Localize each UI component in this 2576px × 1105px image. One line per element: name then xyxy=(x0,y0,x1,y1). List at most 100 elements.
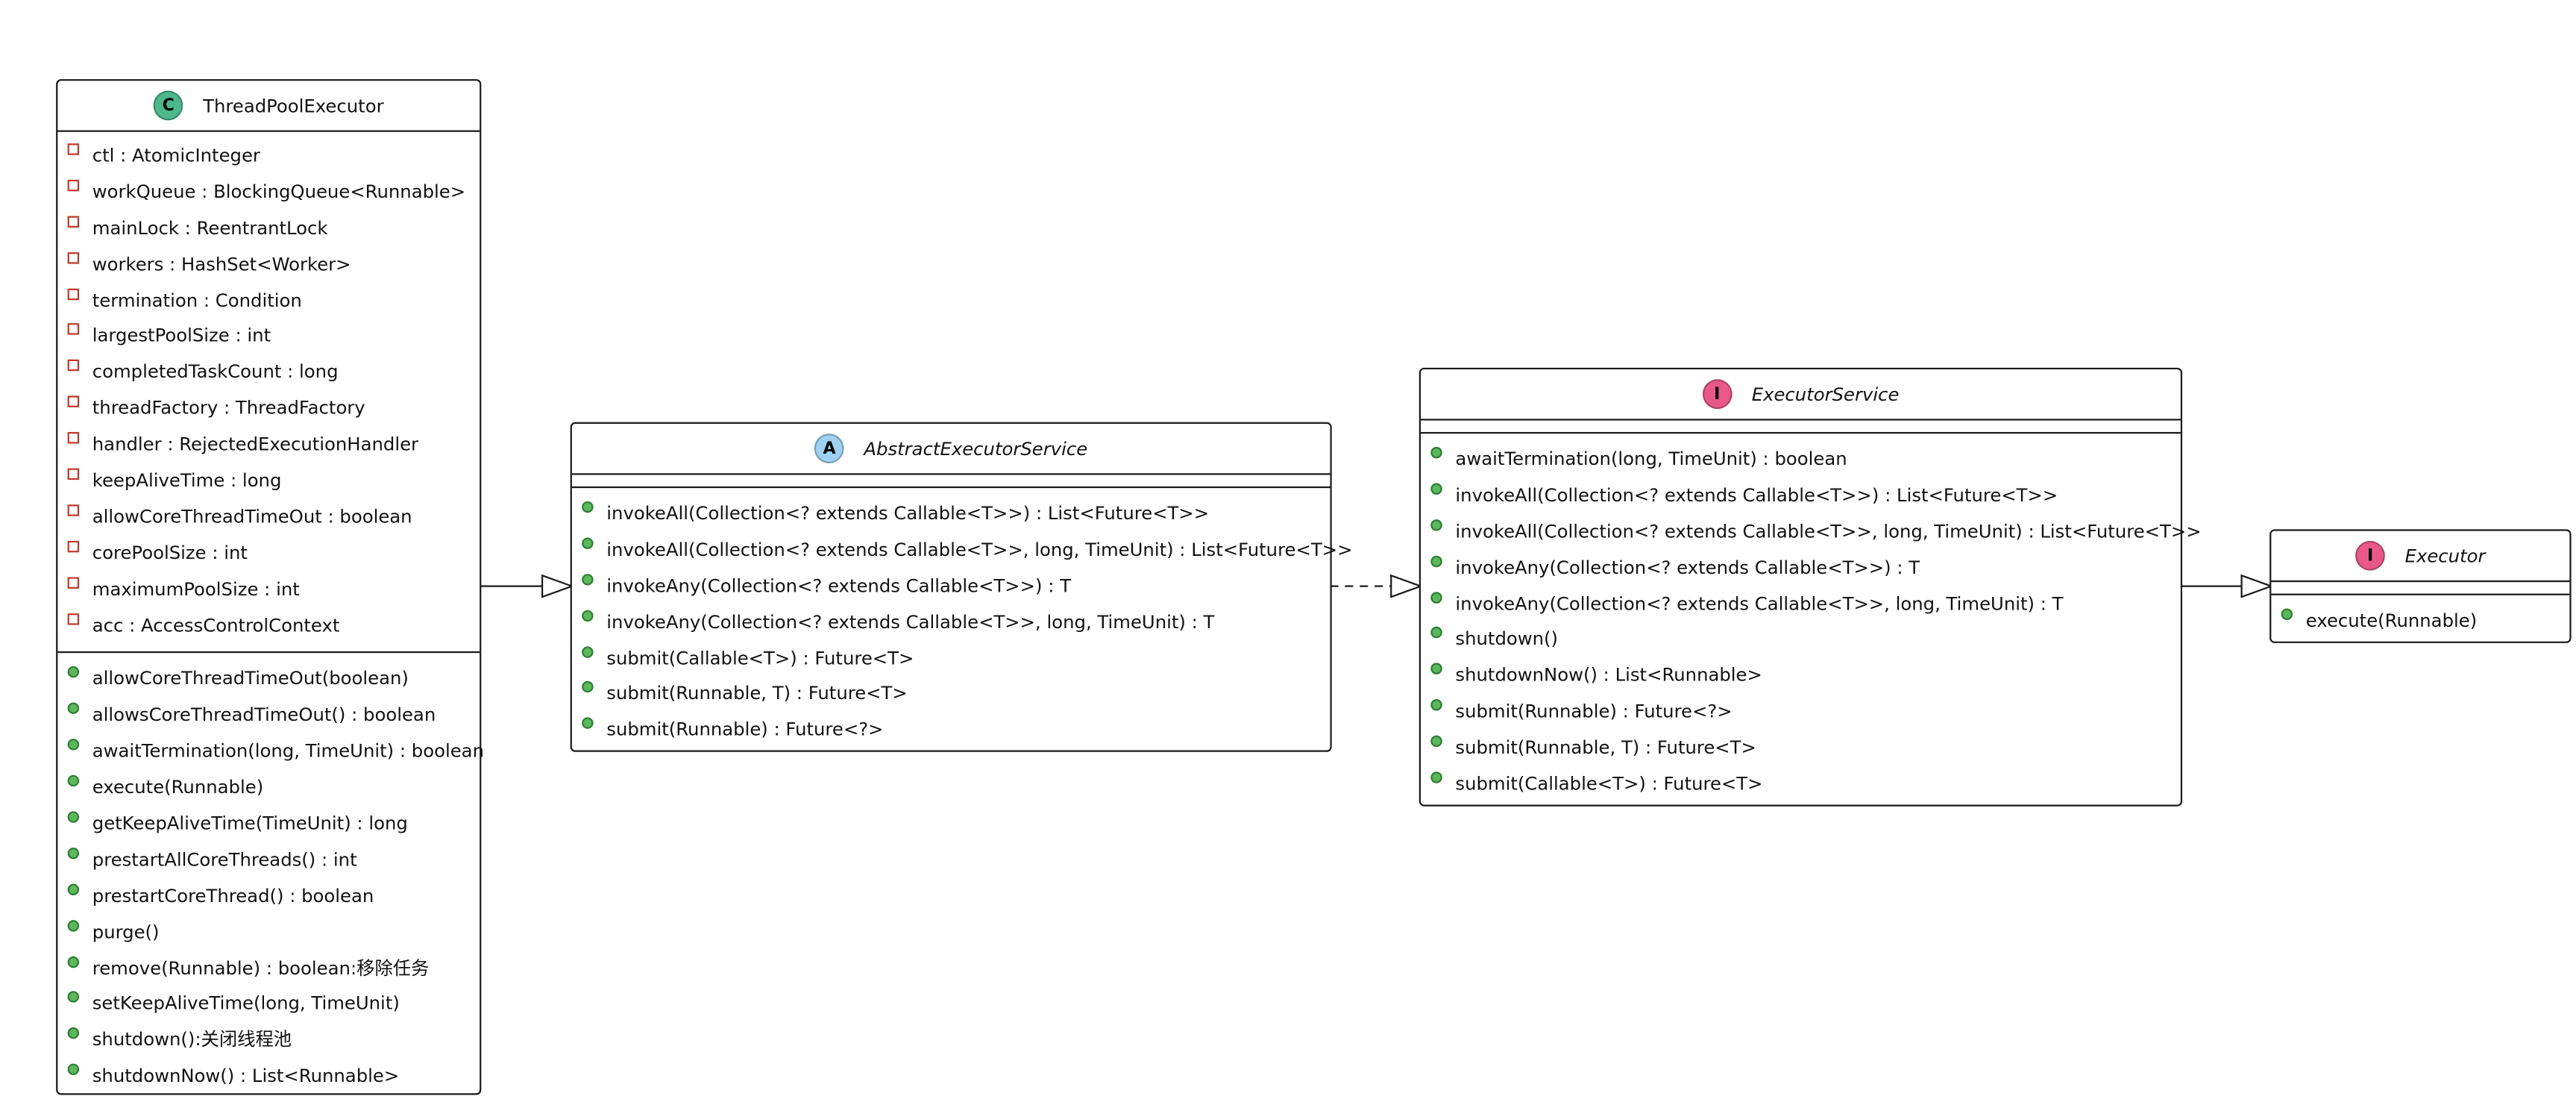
interface-header: I ExecutorService xyxy=(1421,369,2181,421)
attribute-row[interactable]: threadFactory : ThreadFactory xyxy=(57,391,480,427)
attribute-text: keepAliveTime : long xyxy=(92,469,282,492)
public-method-icon xyxy=(582,681,594,694)
attribute-text: corePoolSize : int xyxy=(92,542,248,564)
public-method-icon xyxy=(1430,663,1442,675)
method-text: submit(Runnable, T) : Future<T> xyxy=(606,683,908,705)
method-row[interactable]: awaitTermination(long, TimeUnit) : boole… xyxy=(57,734,484,770)
private-field-icon xyxy=(67,143,80,155)
method-row[interactable]: getKeepAliveTime(TimeUnit) : long xyxy=(57,807,480,842)
attribute-row[interactable]: termination : Condition xyxy=(57,283,480,319)
method-row[interactable]: shutdown():关闭线程池 xyxy=(57,1023,480,1059)
attribute-row[interactable]: handler : RejectedExecutionHandler xyxy=(57,428,480,463)
private-field-icon xyxy=(67,613,80,625)
method-text: invokeAll(Collection<? extends Callable<… xyxy=(606,539,1353,561)
public-method-icon xyxy=(582,537,594,549)
method-row[interactable]: submit(Callable<T>) : Future<T> xyxy=(1421,767,2181,803)
method-row[interactable]: execute(Runnable) xyxy=(2271,604,2569,639)
method-row[interactable]: submit(Runnable, T) : Future<T> xyxy=(1421,730,2181,766)
interface-box-executor[interactable]: I Executor execute(Runnable) xyxy=(2269,529,2572,643)
class-header: C ThreadPoolExecutor xyxy=(57,81,480,132)
public-method-icon xyxy=(582,501,594,513)
method-text: shutdownNow() : List<Runnable> xyxy=(92,1065,400,1087)
method-row[interactable]: submit(Runnable) : Future<?> xyxy=(572,713,1331,748)
method-text: setKeepAliveTime(long, TimeUnit) xyxy=(92,993,400,1015)
attribute-row[interactable]: acc : AccessControlContext xyxy=(57,608,480,644)
attribute-row[interactable]: completedTaskCount : long xyxy=(57,355,480,391)
method-row[interactable]: submit(Runnable, T) : Future<T> xyxy=(572,677,1331,713)
method-row[interactable]: remove(Runnable) : boolean:移除任务 xyxy=(57,951,480,986)
public-method-icon xyxy=(1430,591,1442,603)
method-row[interactable]: allowCoreThreadTimeOut(boolean) xyxy=(57,662,480,698)
method-row[interactable]: allowsCoreThreadTimeOut() : boolean xyxy=(57,698,480,734)
method-text: allowCoreThreadTimeOut(boolean) xyxy=(92,669,409,690)
public-method-icon xyxy=(67,739,80,751)
method-row[interactable]: execute(Runnable) xyxy=(57,770,480,806)
public-method-icon xyxy=(67,1064,80,1076)
method-row[interactable]: invokeAll(Collection<? extends Callable<… xyxy=(1421,478,2181,514)
public-method-icon xyxy=(67,703,80,715)
class-box-threadpoolexecutor[interactable]: C ThreadPoolExecutor ctl : AtomicInteger… xyxy=(56,79,484,1095)
interface-extends-arrowhead xyxy=(2240,574,2274,598)
attribute-row[interactable]: largestPoolSize : int xyxy=(57,319,480,355)
public-method-icon xyxy=(1430,699,1442,712)
attribute-row[interactable]: mainLock : ReentrantLock xyxy=(57,210,480,246)
method-row[interactable]: invokeAny(Collection<? extends Callable<… xyxy=(1421,586,2181,622)
method-row[interactable]: awaitTermination(long, TimeUnit) : boole… xyxy=(1421,442,2181,478)
attribute-list: ctl : AtomicInteger workQueue : BlockingQ… xyxy=(57,132,480,654)
method-text: submit(Runnable) : Future<?> xyxy=(1455,701,1732,723)
private-field-icon xyxy=(67,251,80,263)
method-list: invokeAll(Collection<? extends Callable<… xyxy=(572,488,1352,756)
method-row[interactable]: submit(Callable<T>) : Future<T> xyxy=(572,641,1331,677)
class-name: ThreadPoolExecutor xyxy=(203,95,384,116)
method-text: submit(Runnable, T) : Future<T> xyxy=(1455,737,1756,759)
method-row[interactable]: invokeAny(Collection<? extends Callable<… xyxy=(572,604,1331,640)
public-method-icon xyxy=(67,992,80,1004)
public-method-icon xyxy=(582,573,594,586)
method-text: submit(Callable<T>) : Future<T> xyxy=(1455,773,1763,795)
attribute-row[interactable]: maximumPoolSize : int xyxy=(57,572,480,607)
attribute-row[interactable]: workQueue : BlockingQueue<Runnable> xyxy=(57,175,480,210)
private-field-icon xyxy=(67,576,80,589)
attribute-text: ctl : AtomicInteger xyxy=(92,145,260,167)
method-row[interactable]: purge() xyxy=(57,915,480,951)
method-text: remove(Runnable) : boolean:移除任务 xyxy=(92,957,430,979)
attribute-row[interactable]: allowCoreThreadTimeOut : boolean xyxy=(57,499,480,535)
method-row[interactable]: prestartCoreThread() : boolean xyxy=(57,879,480,915)
public-method-icon xyxy=(1430,627,1442,639)
interface-badge-icon: I xyxy=(2355,540,2386,571)
public-method-icon xyxy=(67,811,80,823)
public-method-icon xyxy=(582,645,594,657)
method-text: awaitTermination(long, TimeUnit) : boole… xyxy=(1455,448,1847,470)
implements-arrowhead xyxy=(1390,574,1424,598)
method-row[interactable]: invokeAll(Collection<? extends Callable<… xyxy=(572,533,1352,569)
method-row[interactable]: shutdownNow() : List<Runnable> xyxy=(57,1059,480,1095)
method-text: submit(Callable<T>) : Future<T> xyxy=(606,647,914,669)
attribute-text: acc : AccessControlContext xyxy=(92,614,340,636)
method-row[interactable]: shutdown() xyxy=(1421,622,2181,658)
method-text: getKeepAliveTime(TimeUnit) : long xyxy=(92,813,408,835)
attribute-text: threadFactory : ThreadFactory xyxy=(92,398,365,419)
method-row[interactable]: shutdownNow() : List<Runnable> xyxy=(1421,659,2181,695)
method-text: shutdown() xyxy=(1455,629,1559,651)
method-text: allowsCoreThreadTimeOut() : boolean xyxy=(92,704,436,727)
method-row[interactable]: invokeAll(Collection<? extends Callable<… xyxy=(572,496,1331,532)
method-row[interactable]: prestartAllCoreThreads() : int xyxy=(57,842,480,878)
class-box-abstractexecutorservice[interactable]: A AbstractExecutorService invokeAll(Coll… xyxy=(570,422,1352,752)
attribute-row[interactable]: corePoolSize : int xyxy=(57,536,480,572)
public-method-icon xyxy=(582,718,594,730)
attribute-row[interactable]: ctl : AtomicInteger xyxy=(57,139,480,175)
method-row[interactable]: invokeAny(Collection<? extends Callable<… xyxy=(572,569,1331,604)
method-row[interactable]: setKeepAliveTime(long, TimeUnit) xyxy=(57,987,480,1023)
private-field-icon xyxy=(67,179,80,192)
private-field-icon xyxy=(67,216,80,228)
method-row[interactable]: submit(Runnable) : Future<?> xyxy=(1421,695,2181,730)
attribute-row[interactable]: workers : HashSet<Worker> xyxy=(57,247,480,283)
interface-badge-icon: I xyxy=(1702,379,1732,410)
method-text: submit(Runnable) : Future<?> xyxy=(606,719,884,742)
private-field-icon xyxy=(67,504,80,516)
method-row[interactable]: invokeAny(Collection<? extends Callable<… xyxy=(1421,550,2181,586)
abstract-badge-icon: A xyxy=(814,433,844,464)
interface-box-executorservice[interactable]: I ExecutorService awaitTermination(long,… xyxy=(1419,367,2202,807)
attribute-row[interactable]: keepAliveTime : long xyxy=(57,463,480,499)
method-row[interactable]: invokeAll(Collection<? extends Callable<… xyxy=(1421,514,2202,550)
